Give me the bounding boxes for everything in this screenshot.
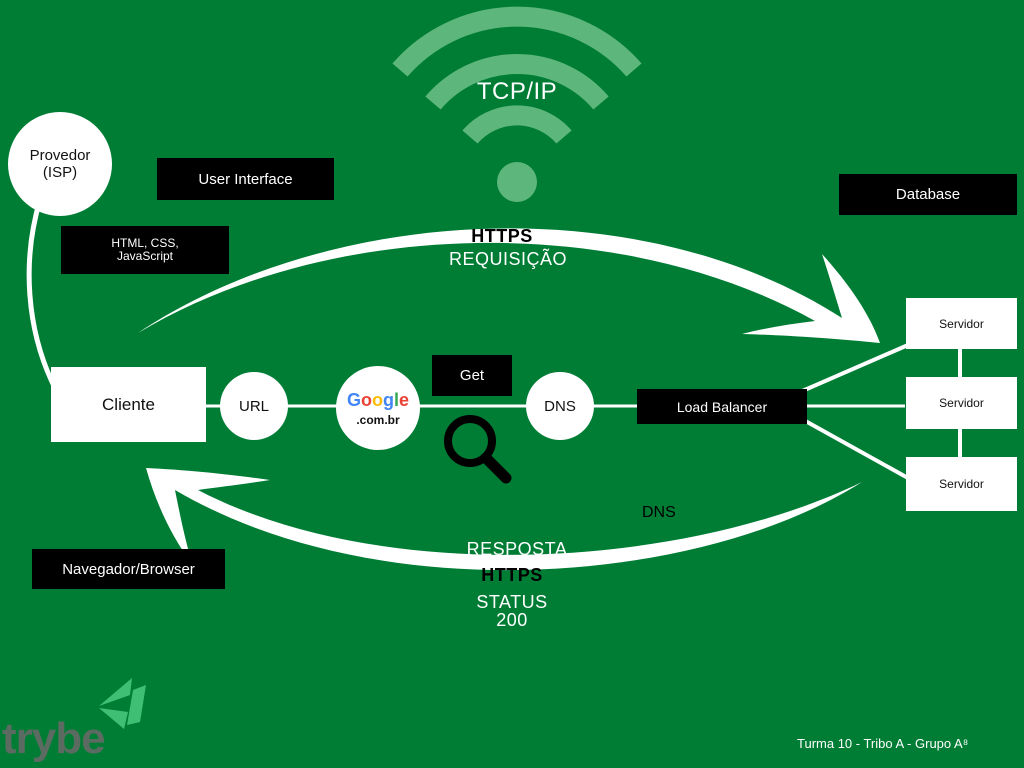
load-balancer-box: Load Balancer <box>637 389 807 424</box>
user-interface-box: User Interface <box>157 158 334 200</box>
diagram-title: TCP/IP <box>476 78 558 105</box>
wifi-icon <box>392 6 642 202</box>
get-box: Get <box>432 355 512 396</box>
google-logo: Google <box>346 389 410 410</box>
request-arrow <box>138 228 880 343</box>
request-label: REQUISIÇÃO <box>448 249 568 269</box>
database-label: Database <box>895 186 961 203</box>
google-node: Google .com.br <box>336 366 420 450</box>
database-box: Database <box>839 174 1017 215</box>
html-css-js-label: HTML, CSS, JavaScript <box>111 236 179 263</box>
footer-credit: Turma 10 - Tribo A - Grupo A⁸ <box>797 736 969 751</box>
browser-label: Navegador/Browser <box>62 560 195 578</box>
dns-node: DNS <box>526 372 594 440</box>
browser-box: Navegador/Browser <box>32 549 225 589</box>
status-code-label: 200 <box>496 610 528 630</box>
response-arrow <box>146 468 862 571</box>
server-node-3: Servidor <box>906 457 1017 511</box>
dns-node-label: DNS <box>544 397 576 415</box>
request-protocol-label: HTTPS <box>471 226 533 246</box>
html-css-js-box: HTML, CSS, JavaScript <box>61 226 229 274</box>
status-label: STATUS <box>476 592 548 612</box>
trybe-logo-text: trybe <box>2 714 106 763</box>
trybe-logo-mark <box>99 678 146 729</box>
isp-label: Provedor (ISP) <box>29 147 91 181</box>
load-balancer-label: Load Balancer <box>676 398 768 415</box>
isp-link <box>26 199 58 390</box>
client-node: Cliente <box>51 367 206 442</box>
response-label: RESPOSTA <box>466 539 568 559</box>
google-domain-label: .com.br <box>356 412 400 427</box>
search-icon <box>444 415 512 484</box>
server-label: Servidor <box>939 316 984 331</box>
url-node: URL <box>220 372 288 440</box>
server-label: Servidor <box>939 477 984 491</box>
server-node-2: Servidor <box>906 377 1017 429</box>
server-node-1: Servidor <box>906 298 1017 349</box>
get-label: Get <box>459 367 485 384</box>
client-label: Cliente <box>102 394 155 414</box>
isp-node: Provedor (ISP) <box>8 112 112 216</box>
url-label: URL <box>238 397 269 415</box>
user-interface-label: User Interface <box>198 170 293 188</box>
response-protocol-label: HTTPS <box>481 565 543 585</box>
dns-flow-label: DNS <box>642 504 676 521</box>
server-label: Servidor <box>939 396 984 410</box>
